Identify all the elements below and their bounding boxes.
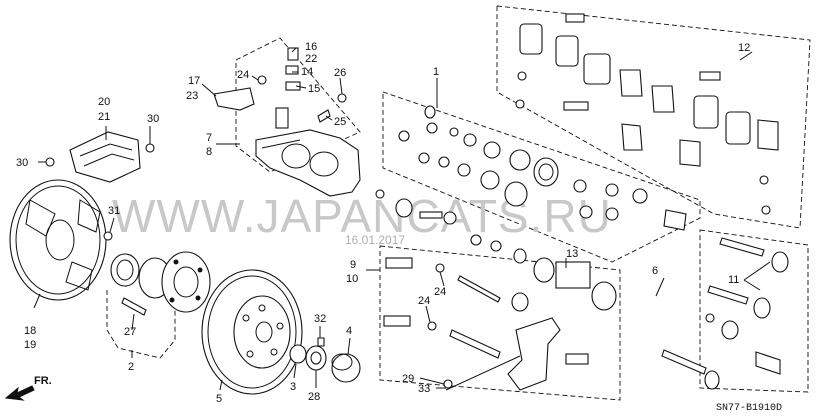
bolt-24-top [257, 75, 267, 85]
dust-shield [69, 131, 141, 183]
leader-lines [33, 47, 771, 391]
callout-26: 26 [334, 67, 346, 79]
hub-bolt-27 [121, 297, 147, 316]
callout-12: 12 [738, 42, 750, 54]
front-direction-arrow: FR. [4, 375, 52, 401]
callout-15: 15 [308, 83, 320, 95]
fitting-25 [317, 109, 331, 123]
callout-23: 23 [186, 90, 198, 102]
bolt-30-right [145, 143, 155, 153]
hub-bearing [110, 251, 211, 313]
nut-28 [305, 345, 327, 371]
callout-20: 20 [98, 96, 110, 108]
callout-30-left: 30 [16, 157, 28, 169]
bolt-26 [337, 93, 347, 103]
guide-pins [383, 257, 529, 389]
caliper-body [255, 129, 361, 197]
callout-17: 17 [188, 75, 200, 87]
callout-9: 9 [350, 259, 356, 271]
backing-plate [9, 179, 107, 301]
callout-13: 13 [566, 248, 578, 260]
callout-24-top: 24 [237, 69, 249, 81]
cap-4 [331, 353, 361, 383]
caliper-bracket-box [235, 37, 361, 173]
callout-1: 1 [433, 66, 439, 78]
callout-24-mid: 24 [434, 286, 446, 298]
callout-7: 7 [206, 132, 212, 144]
callout-21: 21 [98, 111, 110, 123]
callout-25: 25 [334, 116, 346, 128]
callout-10: 10 [346, 273, 358, 285]
callout-22: 22 [305, 53, 317, 65]
hub-group-bracket [106, 290, 176, 359]
callout-11: 11 [728, 274, 739, 286]
callouts: 1 2 3 4 5 6 7 8 9 10 11 12 13 14 15 16 1… [16, 41, 750, 405]
bolt-31 [103, 231, 113, 241]
callout-29: 29 [402, 373, 414, 385]
callout-5: 5 [216, 393, 222, 405]
bracket-17 [213, 87, 255, 111]
callout-33: 33 [418, 383, 430, 395]
callout-8: 8 [206, 146, 212, 158]
pad-kit-parts [515, 13, 779, 215]
callout-24-low: 24 [418, 295, 430, 307]
direction-label: FR. [34, 375, 52, 387]
pin-kit-box [699, 229, 809, 393]
callout-32: 32 [314, 313, 326, 325]
callout-4: 4 [346, 325, 352, 337]
bleeder-group [275, 47, 301, 129]
callout-14: 14 [301, 66, 313, 78]
callout-31: 31 [108, 205, 120, 217]
callout-3: 3 [290, 381, 296, 393]
callout-28: 28 [308, 391, 320, 403]
pad-kit-box [496, 5, 811, 229]
seal-kit-box [382, 91, 701, 263]
watermark-date: 16.01.2017 [345, 233, 405, 247]
washer-3 [289, 344, 307, 364]
seal-kit-parts [398, 105, 687, 231]
callout-19: 19 [24, 339, 36, 351]
callout-18: 18 [24, 325, 36, 337]
caliper-bracket [507, 317, 589, 391]
bolt-32 [317, 337, 325, 347]
diagram-code: SN77-B1910D [716, 403, 782, 414]
brake-disc [201, 269, 303, 395]
callout-6: 6 [652, 265, 658, 277]
bolt-30-left [45, 157, 55, 167]
callout-30-right: 30 [147, 113, 159, 125]
callout-16: 16 [305, 41, 317, 53]
piston-parts [375, 189, 617, 311]
pin-kit-parts [661, 237, 789, 390]
callout-2: 2 [128, 361, 134, 373]
watermark-text: WWW.JAPANCATS.RU [112, 190, 612, 242]
callout-27: 27 [124, 326, 136, 338]
